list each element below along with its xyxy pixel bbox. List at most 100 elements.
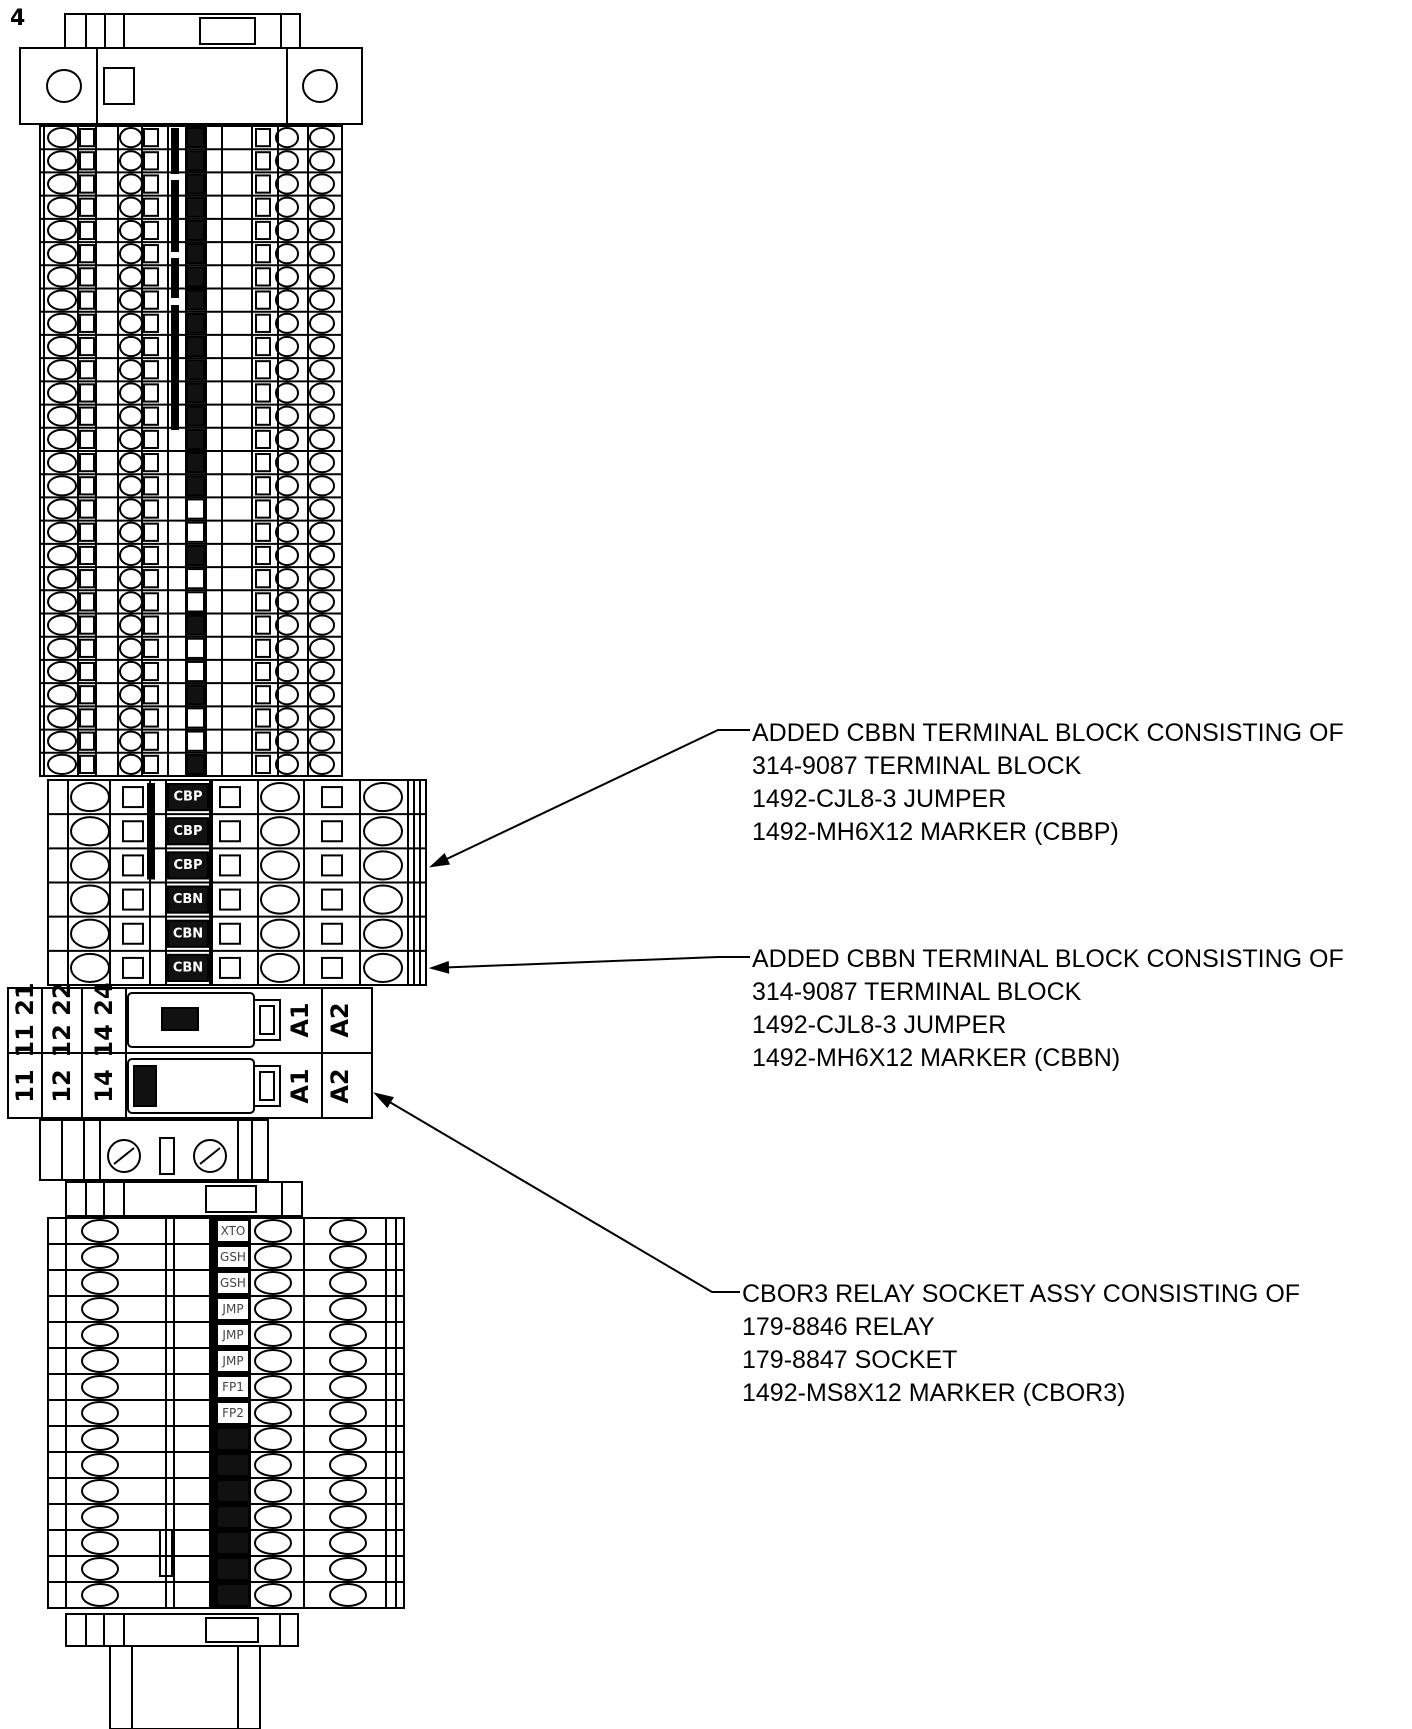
added-terminal-marker: [167, 851, 209, 880]
terminal-screw: [309, 405, 335, 427]
terminal-screw: [309, 312, 335, 334]
added-terminal-marker: [167, 919, 209, 948]
jumper-bar: [171, 258, 179, 298]
terminal-clamp: [79, 197, 95, 217]
terminal-screw: [119, 150, 143, 172]
terminal-screw: [309, 637, 335, 659]
terminal-clamp: [79, 336, 95, 357]
terminal-clamp: [79, 731, 95, 751]
terminal-screw: [309, 173, 335, 195]
terminal-screw: [309, 707, 335, 729]
terminal-clamp: [255, 220, 271, 241]
terminal-clamp: [255, 615, 271, 635]
terminal-screw: [309, 243, 335, 265]
lower-terminal-marker: [216, 1583, 250, 1607]
added-terminal-clamp: [321, 820, 343, 843]
lower-terminal-screw: [254, 1531, 292, 1555]
terminal-clamp: [143, 499, 159, 519]
relay-terminal-label: 11 21: [11, 982, 39, 1057]
added-terminal-clamp: [122, 820, 144, 843]
terminal-clamp: [79, 453, 95, 473]
terminal-screw: [47, 475, 77, 497]
top-end-clamp: [64, 13, 301, 49]
relay-latch: [253, 999, 281, 1041]
added-terminal-clamp: [219, 820, 241, 843]
relay-latch: [253, 1065, 281, 1107]
terminal-clamp: [255, 406, 271, 426]
terminal-clamp: [143, 244, 159, 264]
lower-terminal-screw: [81, 1557, 119, 1581]
added-terminal-screw: [70, 782, 110, 813]
lower-terminal-marker: [216, 1531, 250, 1555]
terminal-clamp: [255, 429, 271, 449]
terminal-screw: [47, 521, 77, 543]
terminal-screw: [275, 614, 299, 636]
lower-terminal-screw: [254, 1505, 292, 1529]
lower-terminal-screw: [329, 1453, 367, 1477]
terminal-screw: [47, 568, 77, 590]
lower-terminal-marker-text: FP2: [222, 1406, 244, 1420]
lower-terminal-screw: [81, 1427, 119, 1451]
added-terminal-marker-text: CBN: [173, 926, 203, 941]
terminal-clamp: [255, 708, 271, 728]
added-jumper-bar: [147, 783, 155, 880]
terminal-clamp: [255, 569, 271, 589]
terminal-screw: [275, 243, 299, 265]
added-terminal-screw: [70, 952, 110, 984]
terminal-screw: [119, 405, 143, 427]
terminal-clamp: [143, 708, 159, 728]
added-terminal-screw: [363, 816, 403, 847]
clamp-slot: [205, 1617, 259, 1643]
terminal-screw: [275, 173, 299, 195]
terminal-screw: [119, 591, 143, 613]
lower-terminal-screw: [81, 1505, 119, 1529]
terminal-screw: [309, 475, 335, 497]
terminal-screw: [47, 544, 77, 567]
terminal-clamp: [143, 731, 159, 751]
terminal-screw: [119, 521, 143, 543]
terminal-clamp: [143, 685, 159, 705]
lower-clamp: [65, 1181, 303, 1217]
lower-terminal-screw: [329, 1583, 367, 1607]
terminal-screw: [119, 312, 143, 334]
lower-terminal-screw: [254, 1375, 292, 1399]
terminal-clamp: [79, 313, 95, 333]
terminal-screw: [119, 196, 143, 218]
lower-terminal-screw: [254, 1479, 292, 1503]
added-terminal-screw: [260, 782, 300, 813]
terminal-screw: [119, 382, 143, 404]
lower-terminal-screw: [81, 1349, 119, 1373]
terminal-clamp: [255, 592, 271, 612]
terminal-screw: [119, 730, 143, 752]
terminal-screw: [47, 684, 77, 706]
anchor-tab: [159, 1137, 175, 1175]
mounting-hole: [302, 69, 338, 103]
terminal-clamp: [143, 197, 159, 217]
terminal-screw: [47, 382, 77, 404]
terminal-screw: [275, 498, 299, 520]
terminal-marker: [186, 614, 205, 636]
terminal-clamp: [79, 244, 95, 264]
lower-terminal-screw: [329, 1479, 367, 1503]
terminal-clamp: [255, 267, 271, 287]
callout-line: 1492-CJL8-3 JUMPER: [752, 1011, 1007, 1039]
terminal-clamp: [79, 615, 95, 635]
terminal-marker: [186, 335, 205, 358]
added-terminal-clamp: [321, 786, 343, 809]
lower-terminal-screw: [329, 1219, 367, 1243]
terminal-marker: [186, 266, 205, 288]
terminal-clamp: [79, 220, 95, 241]
terminal-screw: [309, 730, 335, 752]
terminal-screw: [275, 707, 299, 729]
terminal-screw: [119, 452, 143, 474]
terminal-screw: [119, 127, 143, 149]
terminal-screw: [309, 614, 335, 636]
terminal-clamp: [79, 174, 95, 194]
relay-terminal-label: A2: [326, 1002, 354, 1037]
leader-line: [431, 729, 750, 867]
terminal-marker: [186, 312, 205, 334]
terminal-screw: [47, 707, 77, 729]
terminal-screw: [47, 243, 77, 265]
terminal-clamp: [255, 499, 271, 519]
lower-terminal-marker-text: XTO: [221, 1224, 246, 1238]
